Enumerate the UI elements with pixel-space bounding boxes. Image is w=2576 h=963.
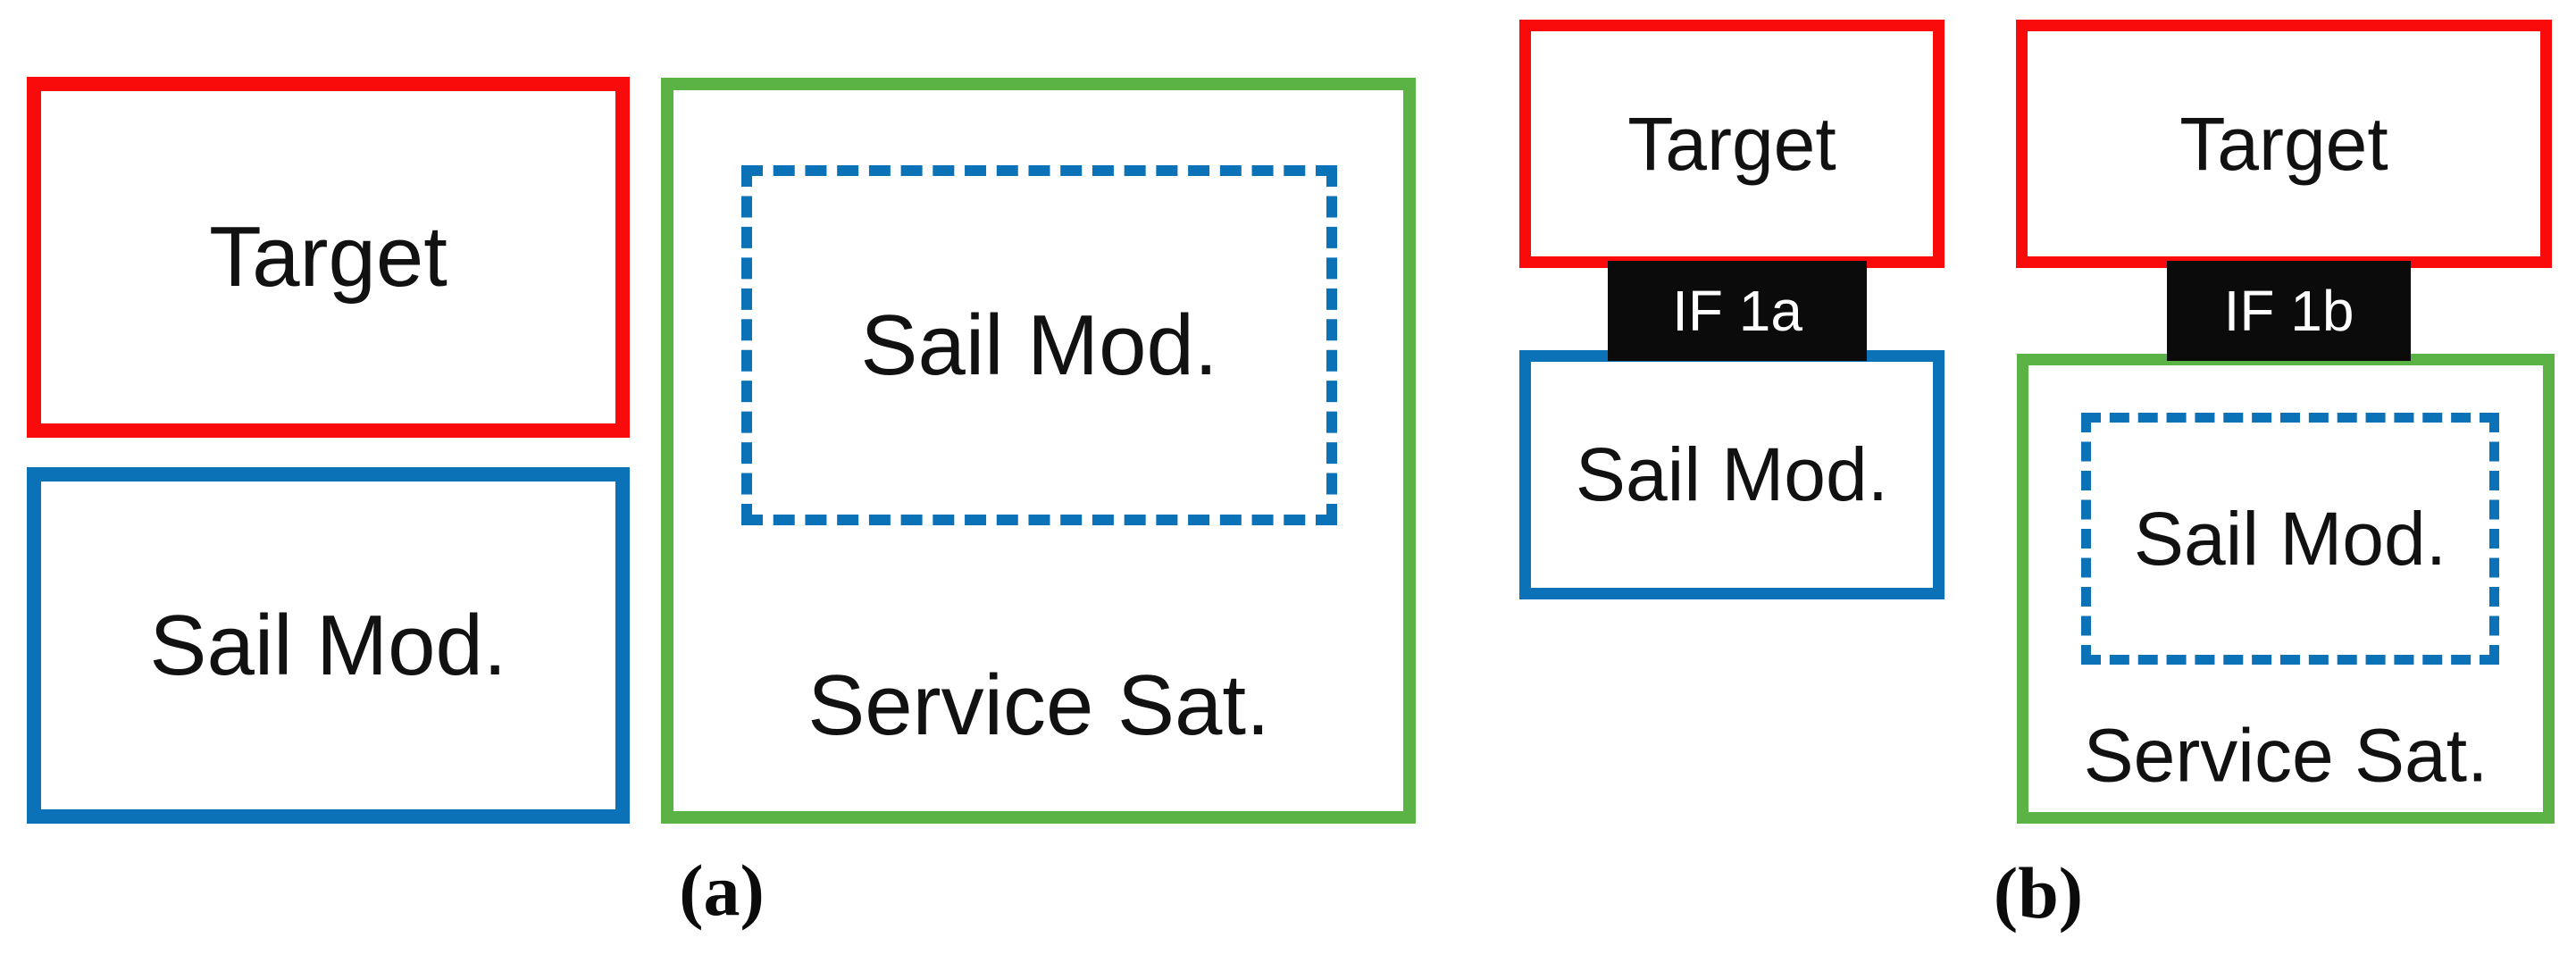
panel-a-sail-mod-box: Sail Mod. <box>27 467 630 824</box>
panel-a-target-box: Target <box>27 77 630 438</box>
panel-a-inner-sail-mod-label: Sail Mod. <box>860 297 1218 393</box>
panel-b-left-target-box: Target <box>1519 20 1945 268</box>
panel-b-right-service-sat-box <box>2017 354 2555 824</box>
panel-b-left-target-label: Target <box>1627 101 1836 186</box>
panel-b-right-target-label: Target <box>2179 101 2388 186</box>
panel-a-sail-mod-label: Sail Mod. <box>149 597 507 693</box>
panel-b-interface-1b-label: IF 1b <box>2223 279 2354 343</box>
panel-b-right-target-box: Target <box>2016 20 2552 268</box>
panel-b-interface-1b-connector: IF 1b <box>2167 261 2411 361</box>
panel-b-right-service-sat-label: Service Sat. <box>2083 713 2488 798</box>
panel-b-right-inner-sail-mod-dashed-box: Sail Mod. <box>2081 413 2499 665</box>
panel-a-inner-sail-mod-dashed-box: Sail Mod. <box>741 165 1337 525</box>
panel-b-interface-1a-label: IF 1a <box>1672 279 1802 343</box>
panel-b-left-sail-mod-label: Sail Mod. <box>1575 432 1889 516</box>
panel-a-target-label: Target <box>209 209 447 305</box>
panel-b-right-inner-sail-mod-label: Sail Mod. <box>2133 496 2447 581</box>
panel-a-caption: (a) <box>679 850 765 931</box>
panel-b-caption: (b) <box>1993 852 2084 934</box>
panel-b-interface-1a-connector: IF 1a <box>1608 261 1867 361</box>
panel-b-left-sail-mod-box: Sail Mod. <box>1519 350 1945 599</box>
panel-a-service-sat-box <box>661 78 1416 824</box>
panel-a-service-sat-label: Service Sat. <box>807 657 1270 753</box>
